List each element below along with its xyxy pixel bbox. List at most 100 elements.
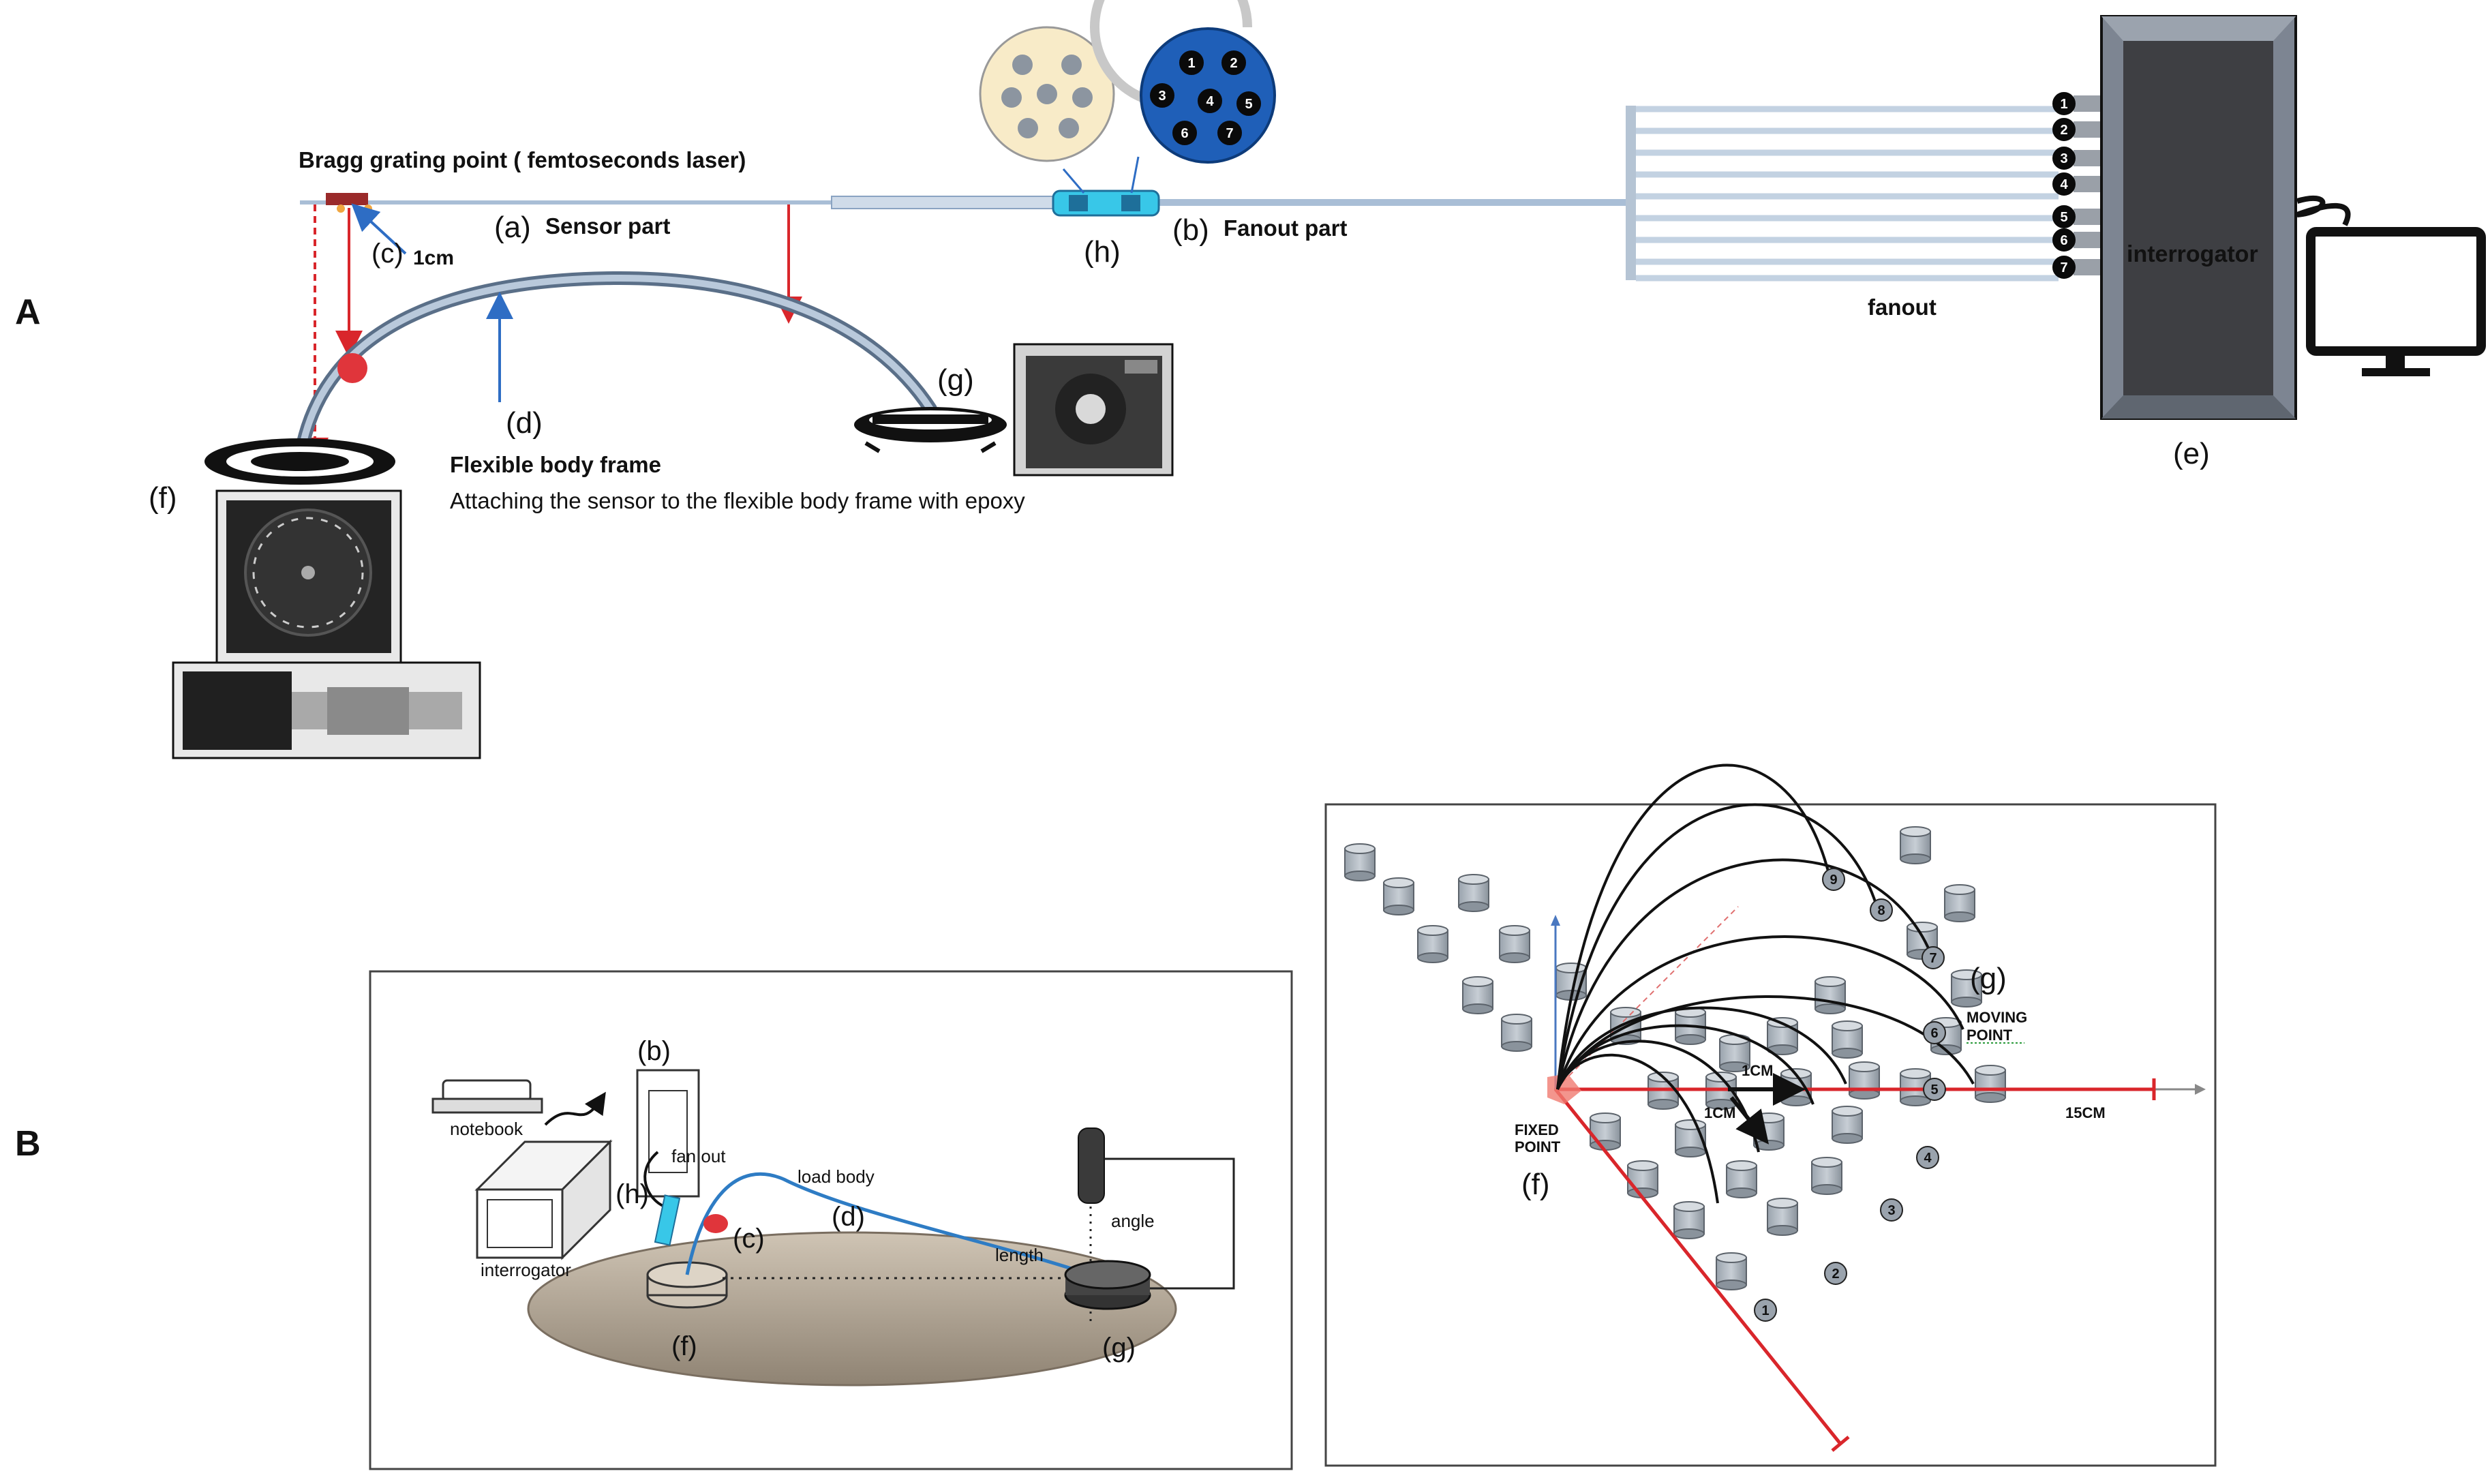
core-1-label: 1 xyxy=(1187,56,1195,71)
one-cm-arrow xyxy=(351,203,407,255)
port-7: 7 xyxy=(2052,256,2076,279)
fanout-label: fanout xyxy=(1868,294,1937,320)
cable xyxy=(2296,195,2351,226)
fixed-stage-rings xyxy=(204,438,395,485)
fanout-core-numbers: 1 2 3 4 5 6 7 xyxy=(1150,50,1261,145)
port-connector xyxy=(2074,259,2101,275)
f-tag-setup: (f) xyxy=(671,1331,697,1361)
red-line-diagonal xyxy=(1554,1088,1842,1445)
fixed-point-marker xyxy=(1547,1074,1581,1104)
fan-out-box xyxy=(636,1069,700,1198)
fanout-lines xyxy=(1626,106,2059,282)
g-tag-setup: (g) xyxy=(1102,1333,1136,1363)
core-4: 4 xyxy=(1198,89,1222,113)
position-cylinder xyxy=(1975,1065,2006,1103)
sensor-c-setup xyxy=(703,1214,728,1233)
sensor-point-c xyxy=(337,353,367,383)
position-cylinder xyxy=(1458,874,1489,912)
port-3-label: 3 xyxy=(2060,151,2067,166)
interrogator-box xyxy=(2100,15,2297,420)
diag-position-1-label: 1 xyxy=(1761,1303,1769,1318)
port-4-label: 4 xyxy=(2060,177,2068,192)
position-cylinder xyxy=(1716,1252,1747,1290)
moving-block-g xyxy=(1064,1260,1151,1310)
diag-position-2-label: 2 xyxy=(1832,1267,1839,1282)
e-tag: (e) xyxy=(2173,437,2210,470)
notebook-icon xyxy=(431,1079,543,1114)
arc-position-8-label: 8 xyxy=(1877,903,1885,918)
connector-h xyxy=(654,1194,681,1246)
position-cylinder xyxy=(1900,826,1931,864)
port-4: 4 xyxy=(2052,172,2076,196)
position-cylinder xyxy=(1627,1160,1658,1198)
bending-arc xyxy=(1556,803,1879,1090)
c-tag-top: (c) xyxy=(371,239,404,269)
core-3: 3 xyxy=(1150,83,1174,108)
monitor-icon xyxy=(2306,227,2486,376)
moving-point-line2: POINT xyxy=(1967,1027,2013,1044)
position-cylinder xyxy=(1767,1198,1798,1236)
port-connector xyxy=(2074,121,2101,138)
core-6-label: 6 xyxy=(1181,126,1188,141)
fanout-part-label: Fanout part xyxy=(1224,215,1347,241)
g-tag-grid: (g) xyxy=(1970,962,2007,995)
load-body-fiber xyxy=(685,1172,1091,1277)
port-connector xyxy=(2074,232,2101,248)
flexible-body-frame xyxy=(293,271,937,467)
diag-position-4-label: 4 xyxy=(1924,1151,1932,1166)
arc-position-9: 9 xyxy=(1822,868,1845,891)
h-tag-setup: (h) xyxy=(616,1179,649,1209)
interrogator-label: interrogator xyxy=(2127,241,2258,267)
arc-position-8: 8 xyxy=(1870,898,1893,922)
one-cm-diagonal: 1CM xyxy=(1704,1104,1735,1121)
position-cylinder xyxy=(1951,969,1982,1008)
moving-point-line1: MOVING xyxy=(1967,1009,2027,1026)
core-2: 2 xyxy=(1221,50,1246,75)
bending-arc xyxy=(1556,858,1934,1090)
diag-position-3-label: 3 xyxy=(1887,1203,1895,1218)
core-7: 7 xyxy=(1217,121,1242,145)
c-tag-setup: (c) xyxy=(733,1224,765,1254)
bending-arc xyxy=(1556,1006,1847,1090)
b-tag-setup: (b) xyxy=(637,1036,671,1066)
arc-position-9-label: 9 xyxy=(1829,873,1837,888)
core-3-label: 3 xyxy=(1158,89,1166,104)
fan-out-label: fan out xyxy=(671,1146,726,1166)
position-cylinder xyxy=(1675,1119,1706,1157)
sensor-part-label: Sensor part xyxy=(545,213,670,239)
position-cylinder xyxy=(1417,925,1448,963)
one-cm-label: 1cm xyxy=(413,247,454,269)
position-cylinder xyxy=(1673,1201,1705,1239)
port-connector xyxy=(2074,209,2101,225)
port-connector xyxy=(2074,95,2101,112)
bending-arc xyxy=(1556,1040,1760,1153)
arc-position-5: 5 xyxy=(1923,1078,1946,1101)
interrogator-setup-label: interrogator xyxy=(481,1260,571,1280)
core-4-label: 4 xyxy=(1206,94,1214,109)
core-7-label: 7 xyxy=(1226,126,1233,141)
notebook-label: notebook xyxy=(450,1119,523,1139)
diag-position-2: 2 xyxy=(1824,1262,1847,1285)
position-cylinder xyxy=(1499,925,1530,963)
arc-position-7: 7 xyxy=(1922,946,1945,969)
core-6: 6 xyxy=(1172,121,1197,145)
frame-label: Flexible body frame xyxy=(450,452,661,477)
port-1-label: 1 xyxy=(2060,97,2067,112)
panel-letter-b: B xyxy=(15,1124,41,1164)
position-cylinder xyxy=(1344,843,1376,881)
port-connector xyxy=(2074,150,2101,166)
angle-wheel xyxy=(1078,1127,1105,1204)
core-5-label: 5 xyxy=(1245,97,1252,112)
core-5: 5 xyxy=(1236,91,1261,116)
diag-position-3: 3 xyxy=(1880,1198,1903,1222)
bragg-label: Bragg grating point ( femtoseconds laser… xyxy=(299,147,746,172)
interrogator-cube xyxy=(474,1139,613,1260)
diag-position-1: 1 xyxy=(1754,1299,1777,1322)
bending-arc xyxy=(1556,935,1964,1090)
position-cylinder xyxy=(1726,1160,1757,1198)
fiber-connector-h xyxy=(1052,190,1160,217)
port-6-label: 6 xyxy=(2060,233,2067,248)
fixed-point-line2: POINT xyxy=(1515,1138,1561,1155)
rotation-mount-photo xyxy=(215,489,402,664)
